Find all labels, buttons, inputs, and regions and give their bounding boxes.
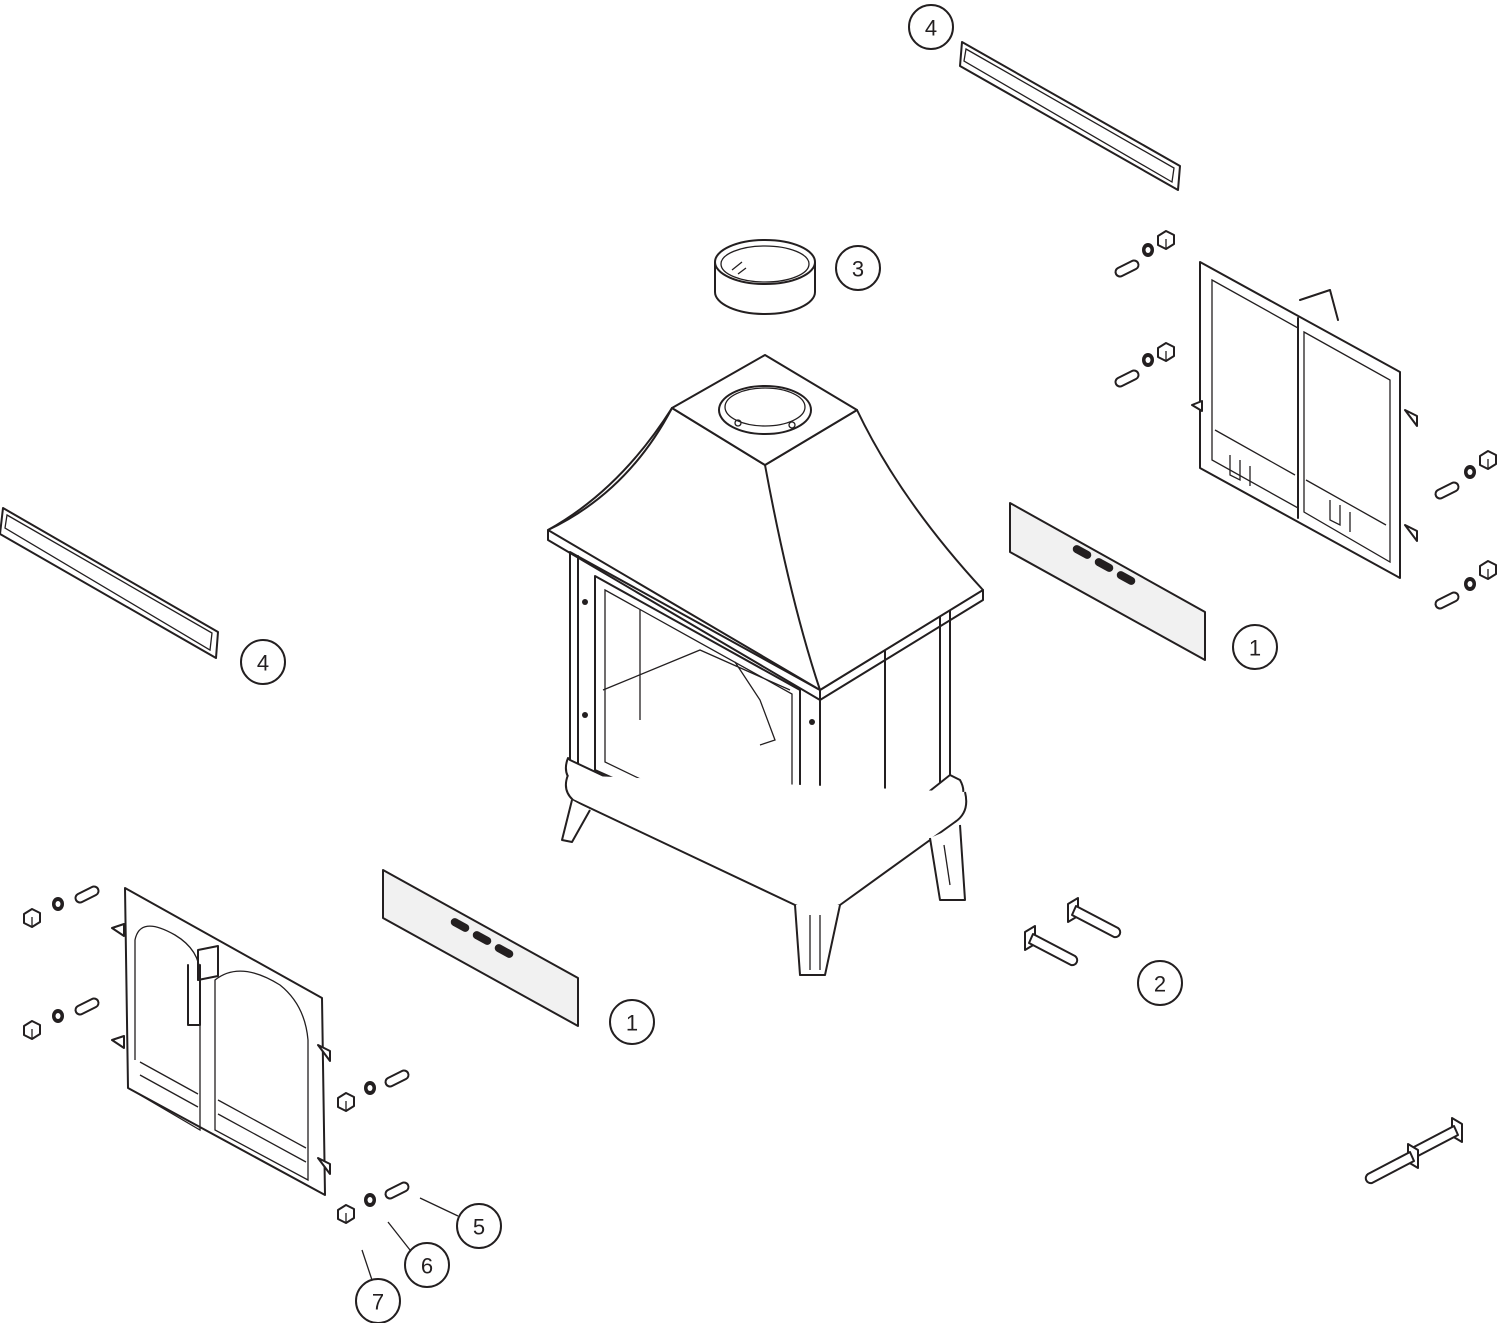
callout-4-left: 4 — [240, 639, 286, 685]
front-door-assembly — [111, 887, 331, 1196]
air-pipes — [1024, 897, 1122, 967]
svg-text:4: 4 — [257, 651, 269, 676]
leader-lines — [361, 1197, 459, 1281]
callout-3: 3 — [835, 245, 881, 291]
callout-1-left: 1 — [609, 999, 655, 1045]
svg-text:4: 4 — [925, 16, 937, 41]
svg-text:3: 3 — [852, 257, 864, 282]
top-right-gasket-strip — [959, 41, 1181, 191]
callout-2: 2 — [1137, 960, 1183, 1006]
rear-door-assembly — [1191, 261, 1418, 579]
callout-4-top: 4 — [908, 4, 954, 50]
svg-text:2: 2 — [1154, 972, 1166, 997]
left-gasket-strip — [0, 507, 219, 659]
callout-1-right: 1 — [1232, 624, 1278, 670]
right-side-panel — [1009, 502, 1206, 661]
left-side-panel — [382, 869, 579, 1027]
svg-text:1: 1 — [1249, 636, 1261, 661]
callout-6: 6 — [404, 1242, 450, 1288]
svg-text:7: 7 — [372, 1290, 384, 1315]
svg-text:6: 6 — [421, 1254, 433, 1279]
stove-body — [547, 354, 984, 976]
callout-5: 5 — [456, 1203, 502, 1249]
lower-right-pipes — [1364, 1117, 1463, 1185]
svg-text:1: 1 — [626, 1011, 638, 1036]
svg-text:5: 5 — [473, 1215, 485, 1240]
callout-7: 7 — [355, 1278, 401, 1323]
flue-collar — [714, 239, 816, 315]
